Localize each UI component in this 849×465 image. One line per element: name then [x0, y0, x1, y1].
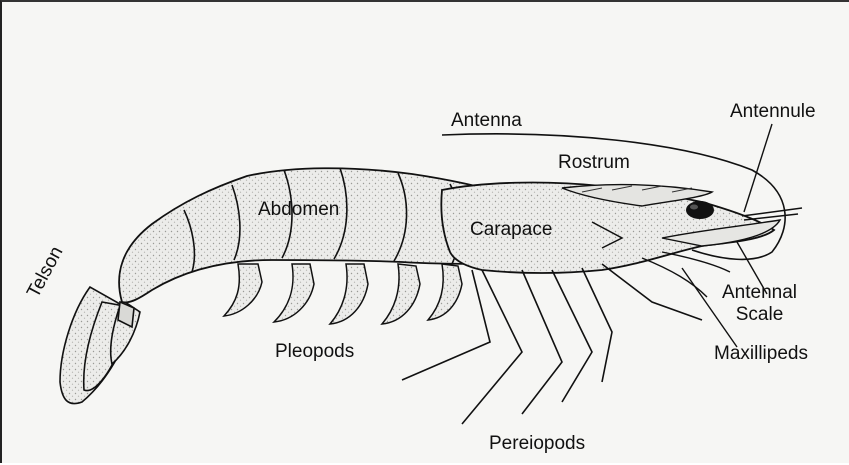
eye	[686, 201, 714, 219]
label-maxillipeds: Maxillipeds	[714, 344, 808, 363]
label-antenna: Antenna	[451, 111, 522, 130]
label-abdomen: Abdomen	[258, 200, 339, 219]
label-pleopods: Pleopods	[275, 342, 354, 361]
label-antennal-scale-line2: Scale	[722, 304, 797, 326]
label-antennule: Antennule	[730, 102, 816, 121]
label-pereiopods: Pereiopods	[489, 434, 585, 453]
pleopods	[224, 264, 462, 324]
label-antennal-scale-line1: Antennal	[722, 282, 797, 304]
telson-tail-fan	[60, 287, 140, 404]
label-antennal-scale: Antennal Scale	[722, 282, 797, 326]
label-rostrum: Rostrum	[558, 153, 630, 172]
label-carapace: Carapace	[470, 220, 552, 239]
